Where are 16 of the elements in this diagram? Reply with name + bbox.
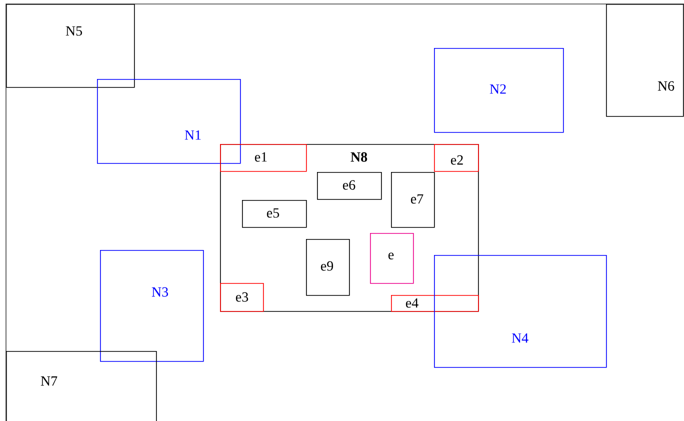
- box: e1: [220, 144, 307, 172]
- box: N1: [97, 79, 241, 164]
- box: e3: [220, 283, 264, 312]
- box: e: [370, 233, 414, 284]
- box: N5: [6, 4, 135, 88]
- box: N3: [100, 250, 204, 362]
- box: e5: [242, 200, 307, 228]
- box: N2: [434, 48, 564, 133]
- box: e6: [317, 172, 382, 200]
- box: N4: [434, 255, 607, 368]
- box: e4: [391, 295, 479, 312]
- box: e9: [306, 239, 350, 296]
- box: e7: [391, 172, 435, 228]
- box: e2: [434, 144, 479, 172]
- box: N7: [6, 351, 157, 421]
- box: N6: [606, 4, 684, 117]
